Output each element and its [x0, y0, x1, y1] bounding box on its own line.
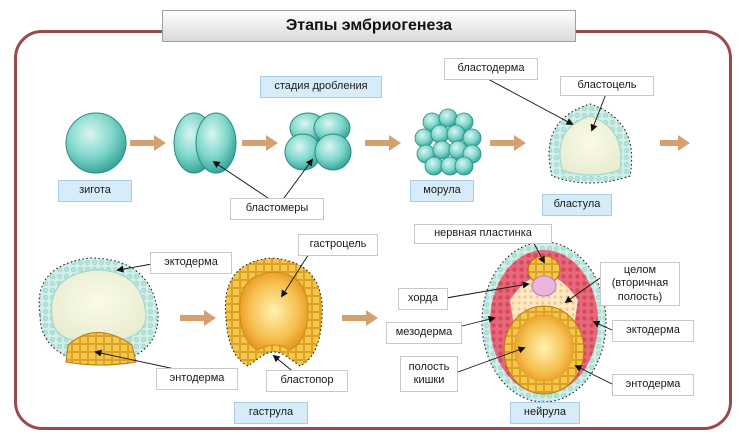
label-zygote: зигота	[58, 180, 132, 202]
label-morula: морула	[410, 180, 474, 202]
page-title: Этапы эмбриогенеза	[162, 10, 576, 42]
label-gastrula: гаструла	[234, 402, 308, 424]
label-gut-cavity: полость кишки	[400, 356, 458, 392]
pointer-lines	[94, 77, 613, 385]
label-neural-plate: нервная пластинка	[414, 224, 552, 244]
label-chorda: хорда	[398, 288, 448, 310]
stage-arrows	[130, 135, 690, 326]
label-blastomeres: бластомеры	[230, 198, 324, 220]
four-cell-embryo	[284, 112, 352, 171]
gastrula-embryo	[224, 257, 323, 367]
label-coelom: целом (вторичная полость)	[600, 262, 680, 306]
label-ectoderm-gastrula: эктодерма	[150, 252, 232, 274]
morula-embryo	[414, 108, 482, 176]
label-ectoderm-neurula: эктодерма	[612, 320, 694, 342]
neurula-embryo	[481, 241, 607, 403]
zygote-cell	[65, 112, 127, 174]
label-blastocoel: бластоцель	[560, 76, 654, 96]
blastula-embryo	[548, 103, 633, 184]
early-gastrula-embryo	[38, 257, 159, 366]
label-endoderm-neurula: энтодерма	[612, 374, 694, 396]
label-gastrocoel: гастроцель	[298, 234, 378, 256]
label-neurula: нейрула	[510, 402, 580, 424]
label-cleavage-stage: стадия дробления	[260, 76, 382, 98]
label-mesoderm: мезодерма	[386, 322, 462, 344]
label-blastopore: бластопор	[266, 370, 348, 392]
label-endoderm-gastrula: энтодерма	[156, 368, 238, 390]
label-blastula: бластула	[542, 194, 612, 216]
two-cell-embryo	[173, 112, 237, 174]
label-blastoderm: бластодерма	[444, 58, 538, 80]
